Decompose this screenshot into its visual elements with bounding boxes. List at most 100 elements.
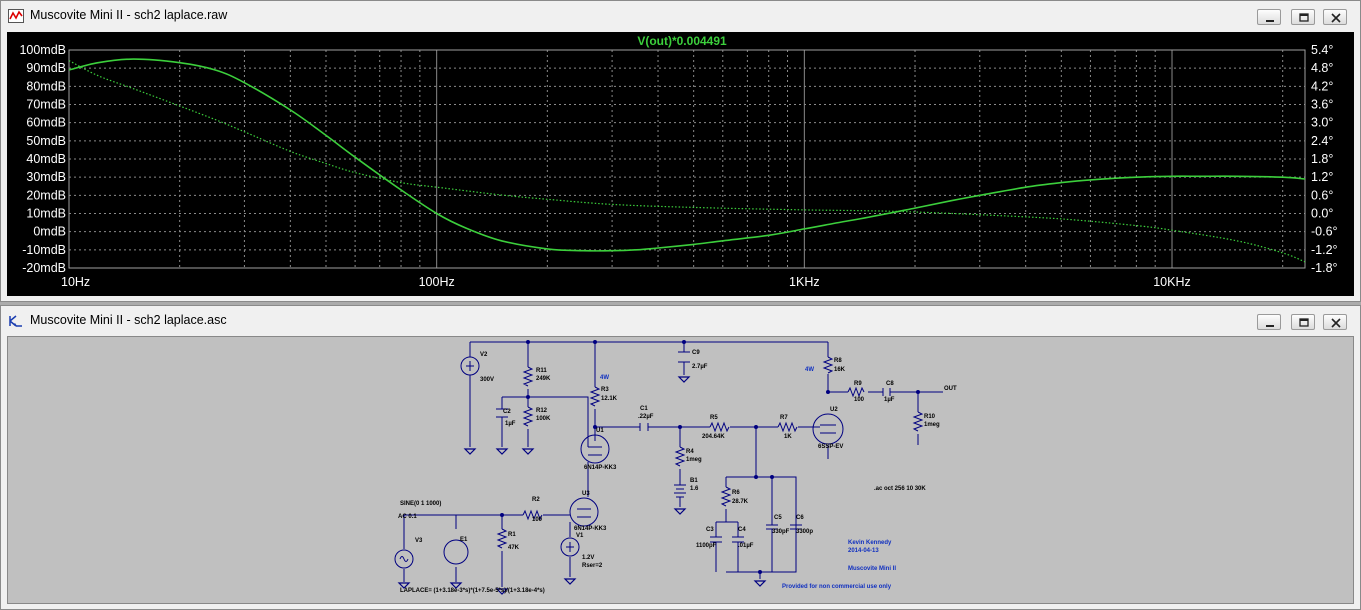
- y-left-tick-label: 70mdB: [26, 98, 66, 112]
- label-c3: C3: [706, 527, 714, 533]
- y-left-tick-label: 80mdB: [26, 79, 66, 93]
- voltage-source-v3: [394, 549, 414, 569]
- label-e1: E1: [460, 537, 468, 543]
- y-right-tick-label: -1.8°: [1311, 261, 1338, 275]
- resistor-r11: [522, 366, 534, 387]
- y-left-tick-label: 60mdB: [26, 116, 66, 130]
- y-right-tick-label: -1.2°: [1311, 243, 1338, 257]
- restore-icon: [1299, 13, 1309, 22]
- y-left-tick-label: 100mdB: [19, 43, 66, 57]
- capacitor-c5: [766, 524, 778, 530]
- label-u1-value: 6N14P-KK3: [584, 465, 617, 471]
- label-4w-u1: 4W: [600, 375, 609, 381]
- y-left-tick-label: 10mdB: [26, 207, 66, 221]
- label-r1-value: 47K: [508, 545, 520, 551]
- schematic-canvas[interactable]: V2 300V R11 249K R12 100K C2 1µF 4W R3 1…: [7, 336, 1354, 604]
- y-right-tick-label: 2.4°: [1311, 134, 1333, 148]
- label-r6: R6: [732, 490, 740, 496]
- capacitor-c9: [678, 351, 690, 363]
- junctions: [500, 340, 920, 574]
- label-c3-value: 1100pF: [696, 543, 717, 549]
- capacitor-c1: [639, 423, 649, 431]
- resistor-r5: [709, 421, 730, 433]
- plot-minimize-button[interactable]: [1257, 9, 1281, 25]
- label-r5-value: 204.64K: [702, 434, 725, 440]
- label-r11-value: 249K: [536, 376, 551, 382]
- x-tick-label: 10Hz: [61, 275, 90, 289]
- plot-window: Muscovite Mini II - sch2 laplace.raw V(o…: [0, 0, 1361, 302]
- label-r1: R1: [508, 532, 516, 538]
- plot-titlebar[interactable]: Muscovite Mini II - sch2 laplace.raw: [1, 1, 1360, 31]
- label-c8-value: 1µF: [884, 397, 895, 403]
- minimize-icon: [1266, 325, 1274, 327]
- schematic-restore-button[interactable]: [1291, 314, 1315, 330]
- capacitor-c8: [882, 388, 891, 396]
- label-r6-value: 28.7K: [732, 499, 749, 505]
- voltage-source-v2: [460, 356, 480, 376]
- resistor-r12: [522, 406, 534, 427]
- label-author: Kevin Kennedy: [848, 540, 892, 546]
- resistor-r4: [674, 446, 686, 467]
- schematic-window: Muscovite Mini II - sch2 laplace.asc: [0, 305, 1361, 610]
- waveform-icon: [8, 9, 24, 23]
- trace-label[interactable]: V(out)*0.004491: [637, 34, 727, 48]
- y-left-tick-label: 0mdB: [33, 225, 66, 239]
- resistor-r6: [720, 486, 732, 507]
- label-4w-u2: 4W: [805, 367, 814, 373]
- label-c5: C5: [774, 515, 782, 521]
- restore-icon: [1299, 318, 1309, 327]
- label-date: 2014-04-13: [848, 548, 879, 554]
- label-c1-value: .22µF: [638, 414, 654, 420]
- resistor-r7: [777, 421, 798, 433]
- label-r4: R4: [686, 449, 694, 455]
- label-c2: C2: [503, 409, 511, 415]
- plot-restore-button[interactable]: [1291, 9, 1315, 25]
- resistor-r8: [822, 356, 834, 374]
- label-c8: C8: [886, 381, 894, 387]
- battery-b1: [674, 484, 686, 498]
- resistor-r10: [912, 411, 924, 432]
- capacitor-c4: [732, 536, 744, 543]
- label-v1-value: 1.2V: [582, 555, 594, 561]
- plot-area[interactable]: V(out)*0.004491 100mdB 90mdB 80mdB 70mdB 60m…: [7, 32, 1354, 296]
- capacitor-c2: [496, 408, 508, 418]
- resistor-r9: [847, 386, 865, 398]
- y-right-tick-label: 5.4°: [1311, 43, 1333, 57]
- label-r8-value: 16K: [834, 367, 846, 373]
- label-v2-value: 300V: [480, 377, 494, 383]
- axis-ticks: 100mdB90mdB80mdB70mdB60mdB50mdB40mdB30md…: [19, 43, 1337, 289]
- label-c6-value: 3300p: [796, 529, 813, 535]
- label-r10: R10: [924, 414, 936, 420]
- label-project: Muscovite Mini II: [848, 566, 896, 572]
- y-right-tick-label: 4.2°: [1311, 79, 1333, 93]
- capacitor-c3: [710, 536, 722, 543]
- label-c2-value: 1µF: [505, 421, 516, 427]
- grounds: [398, 376, 766, 595]
- label-c9-value: 2.7µF: [692, 364, 708, 370]
- y-left-tick-label: -20mdB: [22, 261, 66, 275]
- resistor-r2: [522, 509, 543, 521]
- label-r3: R3: [601, 387, 609, 393]
- label-v1: V1: [576, 533, 584, 539]
- close-icon: [1331, 13, 1341, 23]
- y-left-tick-label: 50mdB: [26, 134, 66, 148]
- y-left-tick-label: 20mdB: [26, 188, 66, 202]
- plot-close-button[interactable]: [1323, 9, 1347, 25]
- schematic-titlebar[interactable]: Muscovite Mini II - sch2 laplace.asc: [1, 306, 1360, 336]
- label-u2: U2: [830, 407, 838, 413]
- label-r5: R5: [710, 415, 718, 421]
- schematic-close-button[interactable]: [1323, 314, 1347, 330]
- y-right-tick-label: 3.6°: [1311, 98, 1333, 112]
- schematic-drawing[interactable]: V2 300V R11 249K R12 100K C2 1µF 4W R3 1…: [8, 337, 1355, 605]
- triode-u3: [569, 497, 599, 527]
- y-left-tick-label: 30mdB: [26, 170, 66, 184]
- label-r7-value: 1K: [784, 434, 792, 440]
- y-left-tick-label: 90mdB: [26, 61, 66, 75]
- bode-plot[interactable]: V(out)*0.004491 100mdB 90mdB 80mdB 70mdB 60m…: [7, 32, 1354, 296]
- label-r3-value: 12.1K: [601, 396, 618, 402]
- minimize-icon: [1266, 20, 1274, 22]
- y-right-tick-label: 1.2°: [1311, 170, 1333, 184]
- label-c4-value: .01µF: [738, 543, 754, 549]
- label-r10-value: 1meg: [924, 422, 940, 428]
- schematic-minimize-button[interactable]: [1257, 314, 1281, 330]
